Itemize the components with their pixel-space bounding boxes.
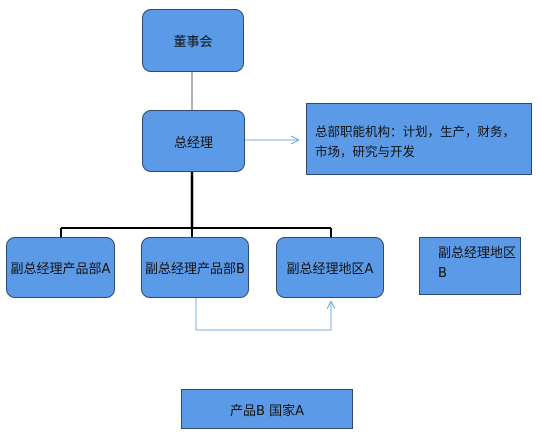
vp-region-a-label: 副总经理地区A: [286, 262, 374, 277]
product-b-country-a-label: 产品B 国家A: [230, 403, 304, 419]
board-node: 董事会: [142, 9, 244, 72]
general-manager-label: 总经理: [173, 135, 213, 151]
product-b-country-a-node: 产品B 国家A: [181, 389, 353, 429]
hq-functions-node: 总部职能机构：计划，生产，财务，市场，研究与开发: [306, 103, 532, 175]
vpb-to-vpra-arrow: [195, 298, 331, 331]
vp-region-a-node: 副总经理地区A: [276, 237, 384, 298]
vp-product-b-node: 副总经理产品部B: [141, 237, 249, 298]
hq-functions-label: 总部职能机构：计划，生产，财务，市场，研究与开发: [315, 124, 516, 159]
general-manager-node: 总经理: [142, 110, 245, 172]
vp-region-b-label: 副总经理地区B: [438, 246, 517, 281]
vp-product-a-node: 副总经理产品部A: [6, 237, 115, 298]
vp-product-b-label: 副总经理产品部B: [145, 262, 245, 277]
board-label: 董事会: [173, 35, 213, 50]
vp-product-a-label: 副总经理产品部A: [10, 262, 111, 277]
vp-region-b-node: 副总经理地区B: [419, 237, 521, 295]
